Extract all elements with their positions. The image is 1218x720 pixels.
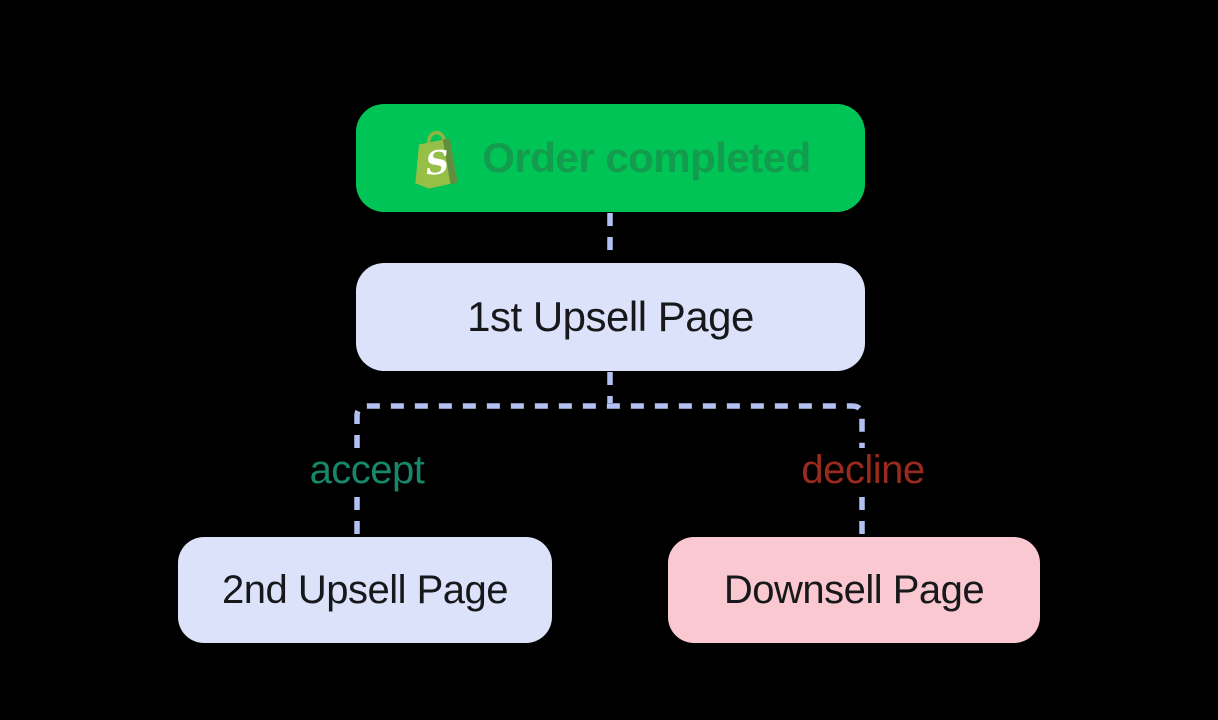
node-2nd-upsell-page-label: 2nd Upsell Page (221, 567, 509, 612)
edge-branch-rail (354, 403, 865, 448)
svg-text:S: S (424, 143, 451, 183)
node-downsell-page[interactable]: Downsell Page (668, 537, 1040, 643)
node-order-completed[interactable]: S Order completed (356, 104, 865, 212)
shopify-bag-icon: S (415, 130, 458, 189)
node-1st-upsell-page-label: 1st Upsell Page (467, 293, 754, 340)
node-downsell-page-label: Downsell Page (723, 567, 985, 612)
edge-label-accept: accept (309, 448, 425, 492)
node-1st-upsell-page[interactable]: 1st Upsell Page (356, 263, 865, 371)
edge-label-decline: decline (801, 448, 925, 492)
node-order-completed-label: Order completed (482, 134, 811, 181)
node-2nd-upsell-page[interactable]: 2nd Upsell Page (178, 537, 552, 643)
